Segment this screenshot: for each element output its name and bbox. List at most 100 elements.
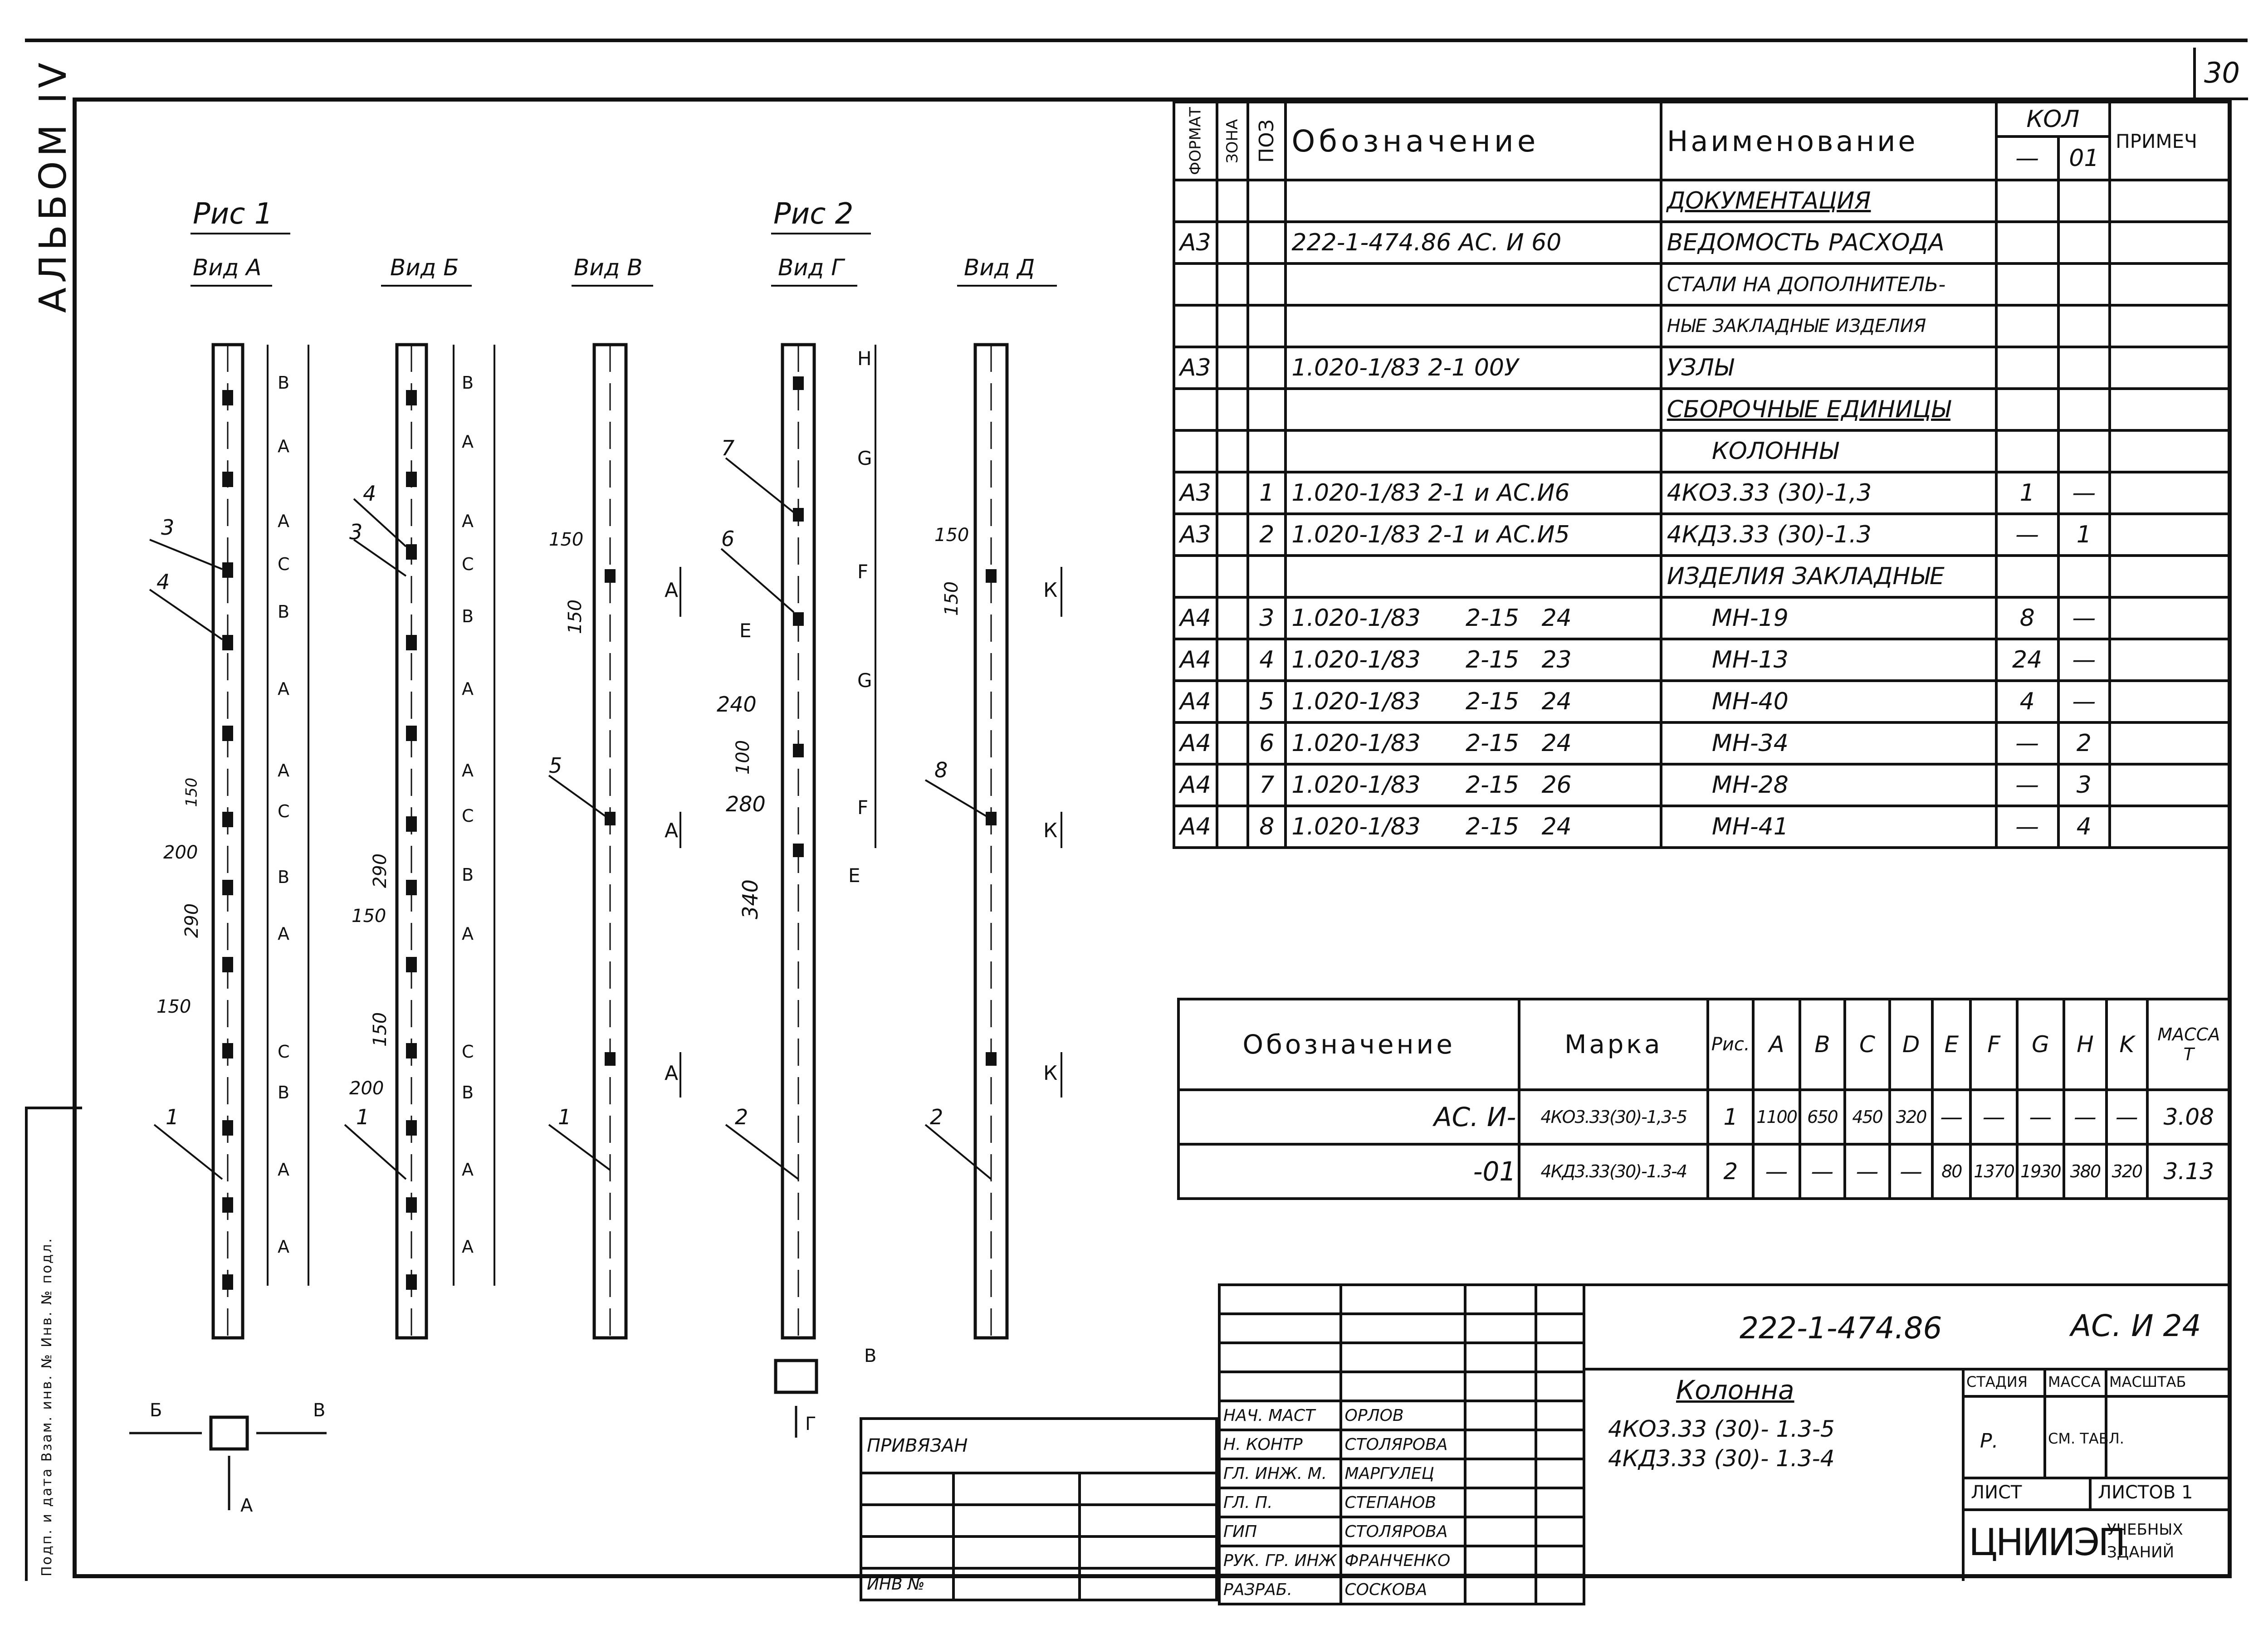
seg-letter: А (278, 924, 289, 944)
marks-col-b: B (1798, 998, 1846, 1091)
spec-row: КОЛОННЫ (1173, 429, 2232, 473)
seg-letter: С (462, 806, 474, 826)
seg-letter: С (278, 1042, 290, 1062)
org-name-3: ЗДАНИЙ (2107, 1543, 2175, 1561)
spec-row: СТАЛИ НА ДОПОЛНИТЕЛЬ- (1173, 262, 2232, 307)
leader-2b: 2 (930, 1105, 943, 1129)
marks-col-d: D (1888, 998, 1934, 1091)
seg-letter: H (857, 347, 872, 370)
leader-4: 4 (156, 570, 170, 594)
dim-280: 280 (726, 792, 766, 816)
dim-290-b: 290 (370, 853, 391, 888)
section-g-square (774, 1359, 818, 1394)
view-b-title: Вид Б (390, 254, 459, 281)
spec-col-zona: ЗОНА (1217, 102, 1248, 180)
seg-letter: F (857, 561, 869, 583)
section-letter-g: Г (805, 1414, 816, 1434)
spec-col-kol: КОЛ (1994, 101, 2112, 138)
seg-letter: А (278, 511, 289, 531)
seg-letter: А (462, 1237, 474, 1257)
section-letter-b: Б (150, 1400, 162, 1421)
leader-5: 5 (549, 753, 562, 778)
seg-letter: В (462, 373, 474, 393)
marks-col-oboz: Обозначение (1177, 998, 1521, 1091)
fig2-title: Рис 2 (773, 197, 854, 231)
privyazan-block: ПРИВЯЗАН ИНВ № (859, 1417, 1218, 1601)
dim-200-b: 200 (349, 1078, 384, 1099)
staff-row: ГЛ. ИНЖ. М.МАРГУЛЕЦ (1218, 1458, 1586, 1489)
staff-row: РАЗРАБ.СОСКОВА (1218, 1574, 1586, 1605)
spec-col-oboz: Обозначение (1284, 101, 1662, 181)
spec-col-prim: ПРИМЕЧ (2108, 101, 2232, 181)
stage-header: СТАДИЯ (1966, 1373, 2028, 1390)
dim-150-b2: 150 (370, 1012, 391, 1047)
view-d-title: Вид Д (964, 254, 1035, 281)
spec-row: ИЗДЕЛИЯ ЗАКЛАДНЫЕ (1173, 554, 2232, 599)
view-v-letter-a2: А (665, 819, 679, 842)
section-letter-v2: В (864, 1346, 877, 1366)
top-border-line (25, 39, 2248, 42)
doc-item1: 4КО3.33 (30)- 1.3-5 (1608, 1416, 1835, 1442)
seg-letter: F (857, 796, 869, 819)
list-header: ЛИСТ (1971, 1482, 2022, 1503)
spec-header-row2: — 01 (1174, 135, 2230, 181)
lists-header: ЛИСТОВ 1 (2098, 1482, 2193, 1503)
staff-row: ГЛ. П.СТЕПАНОВ (1218, 1487, 1586, 1518)
seg-letter: В (462, 1083, 474, 1102)
seg-letter: В (462, 606, 474, 626)
marks-header-row: Обозначение Марка Рис. A B C D E F G H K… (1177, 998, 2232, 1091)
org-name: ЦНИИЭП (1969, 1521, 2126, 1564)
specification-table: ФОРМАТ ЗОНА ПОЗ Обозначение Наименование… (1173, 101, 2232, 849)
column-view-a (211, 343, 244, 1340)
title-block-main: 222-1-474.86 АС. И 24 Колонна 4КО3.33 (3… (1585, 1283, 2232, 1581)
view-d-letter-k2: К (1043, 819, 1058, 842)
spec-col-format: ФОРМАТ (1174, 102, 1217, 180)
dim-150-d2: 150 (941, 581, 963, 616)
seg-letter: В (278, 1083, 290, 1102)
fig1-title: Рис 1 (193, 197, 273, 231)
seg-letter: А (462, 1160, 474, 1180)
leader-1b: 1 (356, 1105, 370, 1129)
section-letter-v: В (313, 1400, 326, 1421)
seg-letter: В (278, 373, 290, 393)
side-strip: Подп. и дата Взам. инв. № Инв. № подл. (25, 1107, 82, 1581)
org-name-2: УЧЕБНЫХ (2107, 1521, 2183, 1539)
column-view-g (781, 343, 816, 1340)
seg-letter: В (278, 602, 290, 622)
spec-col-kol-a: — (1994, 135, 2060, 181)
seg-letter: А (462, 679, 474, 699)
leader-2a: 2 (735, 1105, 748, 1129)
marks-col-g: G (2016, 998, 2065, 1091)
marks-col-marka: Марка (1518, 998, 1710, 1091)
seg-letter: G (857, 447, 872, 469)
leader-6: 6 (721, 527, 735, 551)
leader-7: 7 (721, 436, 735, 460)
column-view-d (973, 343, 1009, 1340)
seg-letter: В (462, 865, 474, 885)
seg-letter: G (857, 669, 872, 692)
marks-col-k: K (2105, 998, 2149, 1091)
sheet-number: 30 (2193, 48, 2248, 100)
scale-header: МАСШТАБ (2109, 1373, 2186, 1390)
view-g-title: Вид Г (778, 254, 844, 281)
leader-3b: 3 (349, 520, 363, 544)
marks-col-a: A (1752, 998, 1801, 1091)
seg-letter: С (462, 554, 474, 574)
spec-row: СБОРОЧНЫЕ ЕДИНИЦЫ (1173, 387, 2232, 432)
marks-col-c: C (1843, 998, 1892, 1091)
leader-1a: 1 (166, 1105, 179, 1129)
inv-label: ИНВ № (859, 1567, 955, 1601)
